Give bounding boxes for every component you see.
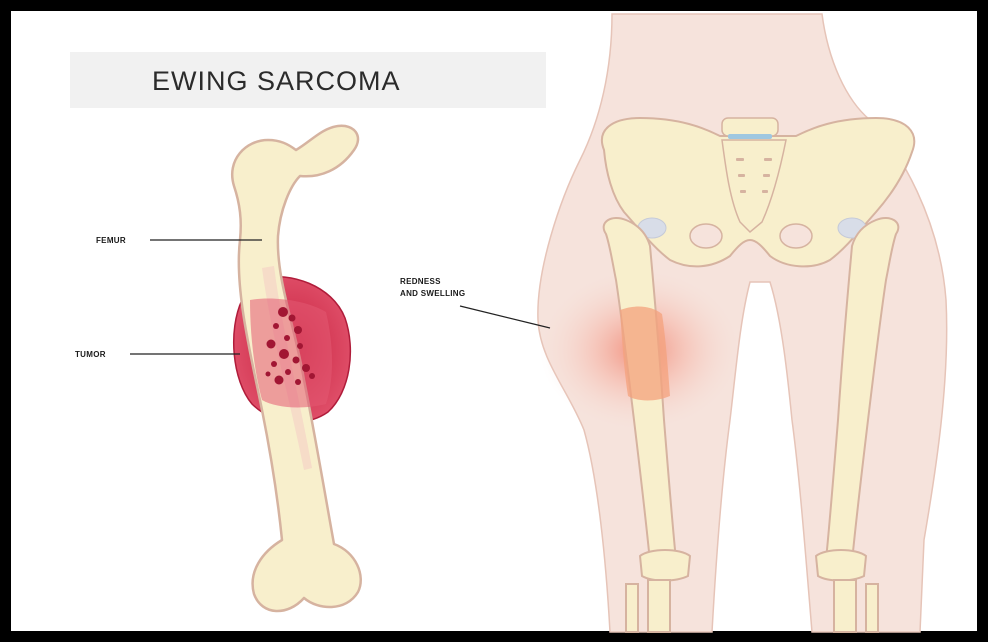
knee-right (816, 550, 866, 581)
femur-left-inflamed (620, 307, 670, 401)
redness-label-line2: AND SWELLING (400, 289, 465, 298)
intervertebral-disc (728, 134, 772, 139)
femur-diagram: FEMUR TUMOR (75, 126, 361, 611)
lumbar-vertebra (722, 118, 778, 136)
body-diagram: REDNESS AND SWELLING (400, 14, 947, 632)
obturator-right (780, 224, 812, 248)
femur-label: FEMUR (96, 236, 126, 245)
tibia-right (834, 580, 856, 632)
fibula-right (866, 584, 878, 632)
tibia-left (648, 580, 670, 632)
obturator-left (690, 224, 722, 248)
tumor-label: TUMOR (75, 350, 106, 359)
redness-pointer-line (460, 306, 550, 328)
fibula-left (626, 584, 638, 632)
knee-left (640, 550, 690, 581)
redness-label-line1: REDNESS (400, 277, 441, 286)
